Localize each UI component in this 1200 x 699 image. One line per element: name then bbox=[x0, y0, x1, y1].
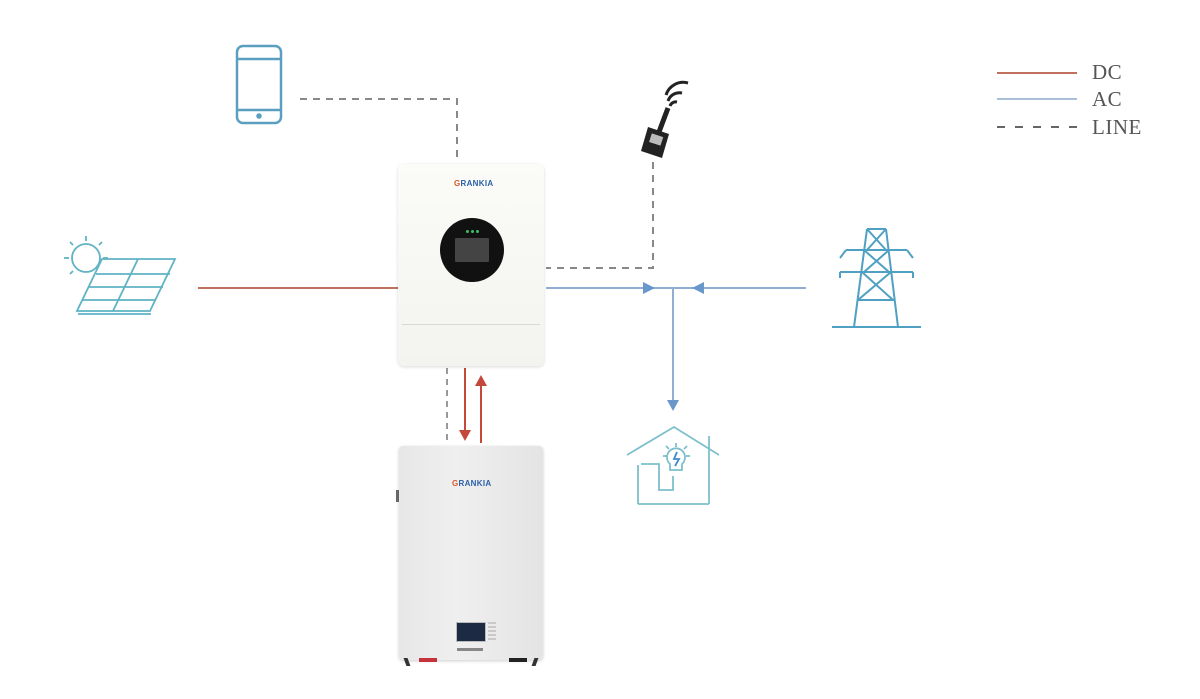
home-load-icon bbox=[626, 425, 720, 505]
legend-line-label: LINE bbox=[1092, 115, 1142, 139]
arrow-ac-inverter bbox=[643, 282, 655, 294]
line-phone-inverter bbox=[300, 98, 458, 160]
battery-handle bbox=[396, 490, 399, 502]
power-tower-icon bbox=[832, 228, 921, 328]
inverter-display bbox=[440, 218, 504, 282]
battery-brand-logo: GRANKIA bbox=[452, 479, 492, 488]
battery-rating-label bbox=[457, 648, 483, 651]
inverter-lcd bbox=[455, 238, 489, 262]
solar-panel-icon bbox=[64, 236, 177, 315]
battery-bms-display bbox=[456, 622, 486, 642]
inverter-panel-divider bbox=[402, 324, 540, 325]
status-led bbox=[471, 230, 474, 233]
arrow-ac-grid bbox=[692, 282, 704, 294]
inverter-brand-logo: GRANKIA bbox=[454, 179, 494, 188]
smartphone-icon bbox=[235, 44, 283, 125]
arrow-dc-down bbox=[459, 430, 471, 441]
wifi-dongle-icon bbox=[641, 80, 689, 158]
status-led bbox=[466, 230, 469, 233]
status-led bbox=[476, 230, 479, 233]
arrow-dc-up bbox=[475, 375, 487, 386]
battery-positive-terminal bbox=[419, 658, 437, 662]
legend-ac-label: AC bbox=[1092, 87, 1123, 111]
inverter-device: GRANKIA bbox=[398, 164, 544, 366]
battery-device: GRANKIA bbox=[396, 446, 543, 666]
legend-dc-label: DC bbox=[1092, 60, 1123, 84]
line-wifi-inverter bbox=[546, 162, 654, 269]
battery-negative-terminal bbox=[509, 658, 527, 662]
arrow-ac-home bbox=[667, 400, 679, 411]
battery-led-indicators bbox=[488, 622, 498, 642]
